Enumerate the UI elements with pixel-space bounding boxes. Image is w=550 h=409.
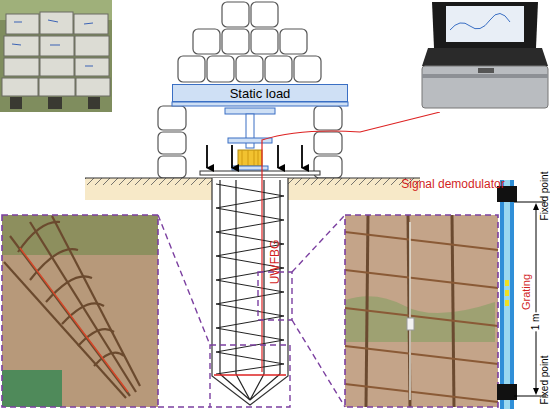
pile [212, 150, 288, 405]
fixed-point-label: Fixed point [540, 172, 550, 221]
dimension-label: 1 m [530, 313, 542, 332]
load-beam: Static load [172, 84, 348, 102]
load-frame [172, 102, 348, 175]
cage-photo [345, 215, 498, 407]
device-label: Signal demodulator [401, 178, 504, 190]
block-photo [0, 0, 112, 112]
signal-wire [262, 112, 440, 150]
zoom-leaders [158, 215, 345, 407]
cage-tip-photo [2, 215, 158, 407]
demodulator-photo [418, 0, 550, 112]
sensor-label: UWFBG [269, 240, 281, 285]
node-text: Static load [230, 86, 291, 101]
grating-label: Grating [521, 274, 532, 310]
load-arrows [207, 145, 302, 168]
fixed-point-label: Fixed point [540, 356, 550, 405]
fibre-schematic [497, 180, 546, 409]
